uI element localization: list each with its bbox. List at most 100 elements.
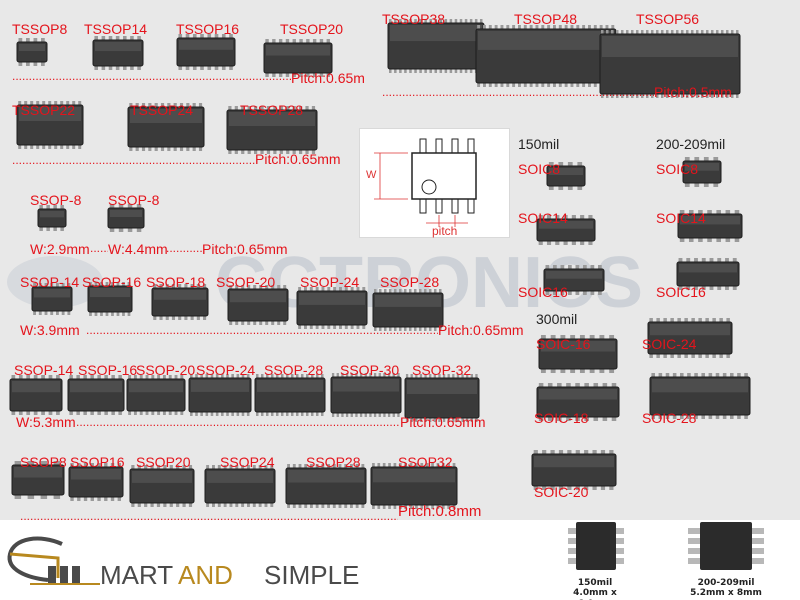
chip-pin [299,149,303,154]
chip-pin [260,149,264,154]
chip-pin [384,326,387,331]
chip-pin [299,72,303,77]
chip-pin [434,326,437,331]
chip-pin [658,373,663,378]
chip-highlight [70,381,122,393]
chip-pin [707,237,712,242]
chip-pin [725,258,729,263]
chip-pin [116,282,120,287]
chip-pin [560,368,566,373]
chip-pin [483,25,486,30]
chip-pin [69,375,73,380]
chip-highlight [130,109,202,123]
chip-pin [701,258,706,263]
chip-pin [436,463,440,468]
chip-pin [78,144,82,149]
chip-pin [680,414,684,419]
chip-pin [651,414,655,419]
chip-pin [717,258,722,263]
chip-pin [221,374,224,379]
chip-pin [186,146,190,151]
chip-pin [605,25,609,30]
chip-pin [321,287,325,292]
logo-text-a: MART [100,560,173,590]
chip-pin [256,411,259,416]
chip-pin [136,227,142,232]
chip-pin [241,106,245,111]
chip-pin [475,374,478,379]
chip-pin [292,72,296,77]
chip-pin [663,318,667,323]
chip-pin [205,411,209,416]
chip-pin [228,149,232,154]
chip-pin [584,450,589,455]
chip-pin [326,39,330,44]
chip-pin [129,103,133,108]
chip-highlight [40,211,64,218]
chip-pin [705,353,709,358]
chip-pin [734,237,740,242]
chip-package [31,283,73,315]
chip-pin [582,25,586,30]
chip-pin [338,464,342,469]
chip-pin [89,282,92,287]
chip-pin [362,324,366,329]
pkg-label: SSOP32 [398,454,453,470]
chip-pin [456,417,460,422]
chip-pin [500,25,504,30]
chip-pin [379,326,382,331]
chip-pin [141,103,146,108]
chip-pin [713,182,719,187]
chip-pin [165,284,169,289]
chip-package [647,318,733,358]
chip-pin [185,65,190,70]
chip-pin [241,465,245,470]
chip-pin [265,285,269,290]
chip-pin [414,326,417,331]
chip-pin [731,93,734,98]
chip-pin [547,383,553,388]
chip-pin [77,463,81,468]
chip-pin [128,375,132,380]
chip-pin [48,144,52,149]
chip-pin [726,353,730,358]
pitch-label: Pitch:0.65m [291,70,365,86]
chip-pin [41,410,45,415]
chip-pin [231,374,234,379]
chip-pin [592,450,597,455]
chip-pin [115,65,120,70]
chip-pin [694,414,698,419]
chip-pin [206,502,210,507]
chip-pin [399,326,402,331]
pkg-label: SSOP-16 [78,362,138,378]
chip-pin [373,412,377,417]
chip-pin [397,412,400,417]
chip-pin [547,25,551,30]
chip-pin [589,335,595,340]
chip-pin [277,320,281,325]
chip-pin [56,310,59,315]
chip-pin [200,374,203,379]
chip-pin [547,82,551,87]
chip-pin [477,25,481,30]
chip-pin [203,284,207,289]
chip-pin [600,450,606,455]
chip-package [475,25,617,87]
chip-pin [389,326,392,331]
chip-pin [452,374,455,379]
chip-pin [221,411,224,416]
chip-pin [419,289,422,294]
chip-pin [144,502,148,507]
chip-pin [686,285,691,290]
chip-pin [483,82,486,87]
chip-pin [378,373,381,378]
chip-pin [577,185,583,190]
chip-pin [60,205,64,210]
chip-pin [593,82,597,87]
chip-pin [212,465,215,470]
pkg-label: TSSOP56 [636,11,700,27]
dotted-leader: ........................................… [12,70,292,82]
chip-pin [686,30,689,35]
chip-pin [361,503,365,508]
chip-pin [137,36,141,41]
